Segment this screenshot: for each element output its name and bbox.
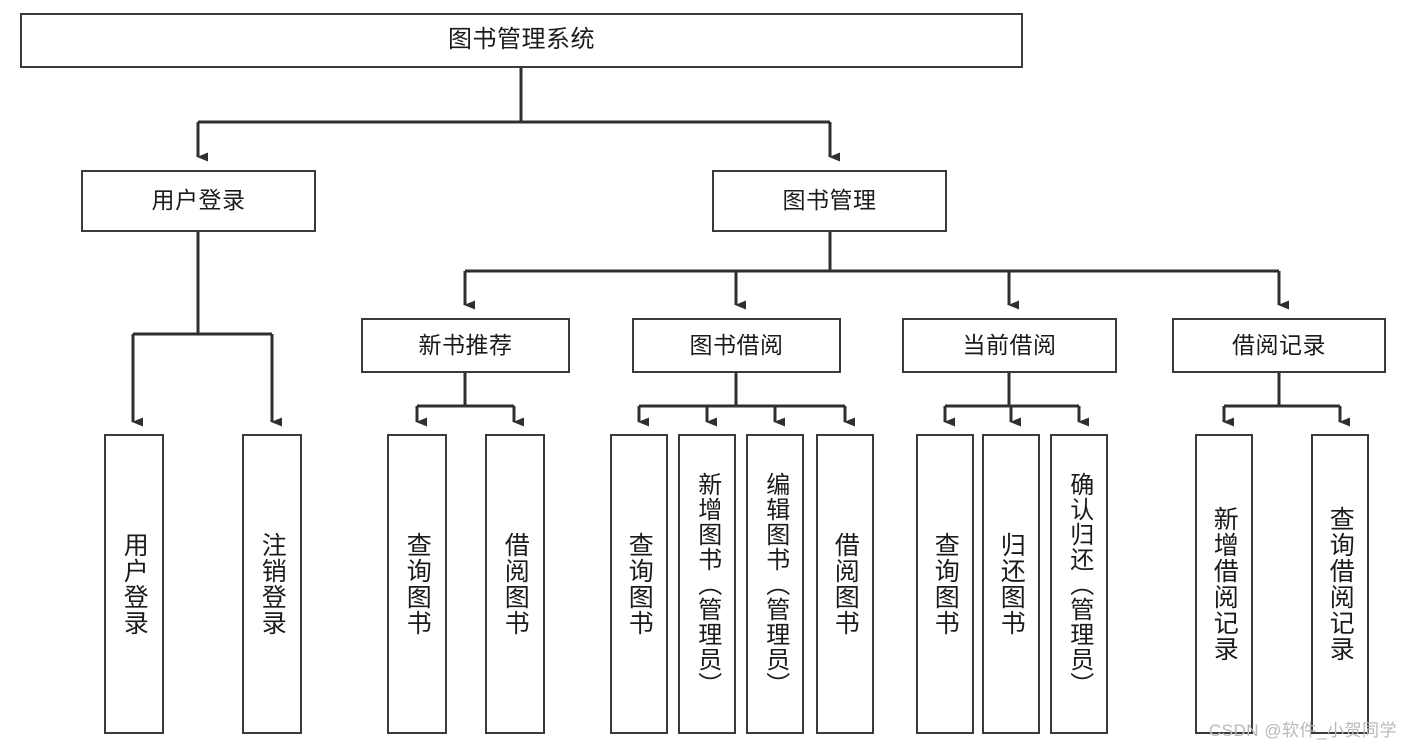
node-borrow-record-label: 借阅记录 (1232, 331, 1326, 358)
node-borrow-record[interactable]: 借阅记录 (1172, 318, 1386, 373)
node-leaf-user-login[interactable]: 用户登录 (104, 434, 164, 734)
node-book-manage[interactable]: 图书管理 (712, 170, 947, 232)
node-leaf-add-book[interactable]: 新增图书（管理员） (678, 434, 736, 734)
node-leaf-borrow-book-2[interactable]: 借阅图书 (816, 434, 874, 734)
node-book-borrow-label: 图书借阅 (689, 331, 784, 358)
node-book-manage-label: 图书管理 (782, 187, 877, 214)
node-leaf-confirm-return[interactable]: 确认归还（管理员） (1050, 434, 1108, 734)
node-leaf-borrow-book-1[interactable]: 借阅图书 (485, 434, 545, 734)
node-root-label: 图书管理系统 (448, 26, 595, 54)
node-leaf-query-book-3[interactable]: 查询图书 (916, 434, 974, 734)
node-root[interactable]: 图书管理系统 (20, 13, 1023, 68)
node-leaf-query-book-2[interactable]: 查询图书 (610, 434, 668, 734)
node-book-borrow[interactable]: 图书借阅 (632, 318, 841, 373)
node-leaf-return-book-label: 归还图书 (997, 532, 1026, 636)
node-leaf-borrow-book-2-label: 借阅图书 (831, 532, 860, 636)
node-leaf-query-book-2-label: 查询图书 (625, 532, 654, 636)
node-user-login[interactable]: 用户登录 (81, 170, 316, 232)
node-leaf-confirm-return-label: 确认归还（管理员） (1065, 471, 1093, 697)
node-leaf-query-book-1[interactable]: 查询图书 (387, 434, 447, 734)
node-leaf-add-record-label: 新增借阅记录 (1210, 506, 1239, 662)
node-leaf-add-record[interactable]: 新增借阅记录 (1195, 434, 1253, 734)
node-leaf-user-logout-label: 注销登录 (258, 532, 287, 636)
node-leaf-return-book[interactable]: 归还图书 (982, 434, 1040, 734)
node-leaf-edit-book-label: 编辑图书（管理员） (761, 471, 789, 697)
node-leaf-edit-book[interactable]: 编辑图书（管理员） (746, 434, 804, 734)
node-leaf-user-logout[interactable]: 注销登录 (242, 434, 302, 734)
node-leaf-borrow-book-1-label: 借阅图书 (501, 532, 530, 636)
node-leaf-query-record-label: 查询借阅记录 (1326, 506, 1355, 662)
node-leaf-add-book-label: 新增图书（管理员） (693, 471, 721, 697)
node-user-login-label: 用户登录 (151, 187, 246, 214)
node-current-borrow[interactable]: 当前借阅 (902, 318, 1117, 373)
node-current-borrow-label: 当前借阅 (962, 331, 1057, 358)
node-leaf-query-record[interactable]: 查询借阅记录 (1311, 434, 1369, 734)
node-leaf-query-book-1-label: 查询图书 (403, 532, 432, 636)
node-leaf-query-book-3-label: 查询图书 (931, 532, 960, 636)
node-new-book-recommend-label: 新书推荐 (418, 331, 513, 358)
node-new-book-recommend[interactable]: 新书推荐 (361, 318, 570, 373)
node-leaf-user-login-label: 用户登录 (120, 532, 149, 636)
